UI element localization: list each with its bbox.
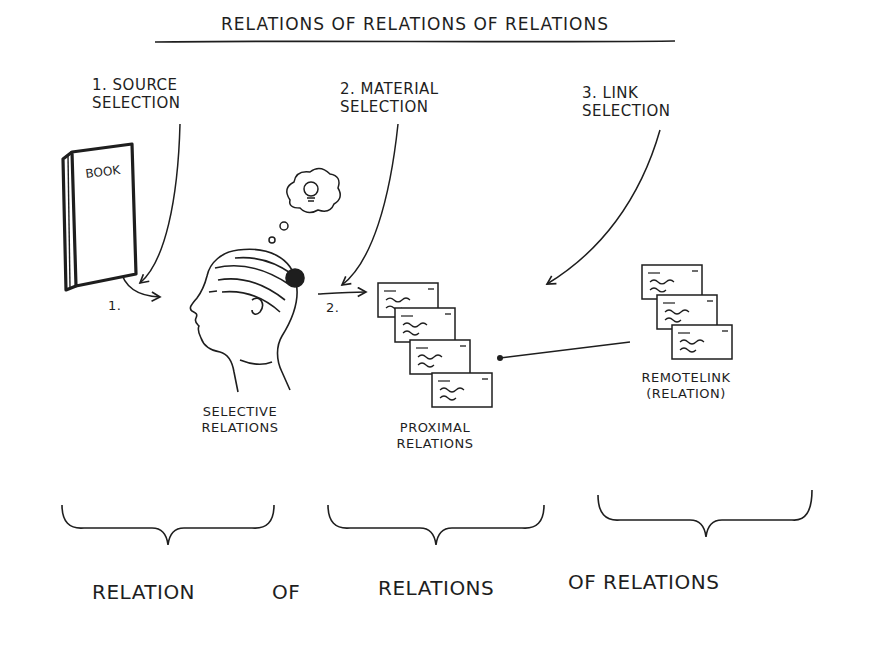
node-label: PROXIMAL RELATIONS (370, 420, 500, 453)
card-scribble (650, 288, 666, 292)
callout-label: 1. SOURCE SELECTION (92, 76, 204, 112)
card-scribble (403, 323, 427, 327)
card-scribble (416, 347, 428, 348)
hair-line (218, 279, 285, 300)
card-scribble (680, 340, 704, 344)
eye (209, 291, 217, 292)
caption-word: RELATIONS (378, 576, 548, 600)
link-dot (497, 355, 503, 361)
note-card (395, 308, 455, 342)
node-caption: PROXIMAL RELATIONS (370, 420, 500, 455)
card-drawing (370, 280, 500, 412)
bubble-dot (269, 237, 275, 243)
caption-word: RELATION (92, 580, 242, 604)
title: RELATIONS OF RELATIONS OF RELATIONS (120, 14, 710, 34)
card-stack: PROXIMAL RELATIONS (370, 280, 500, 459)
ear (252, 298, 262, 314)
card-mark (707, 300, 713, 301)
book-spine (63, 152, 76, 290)
card-scribble (418, 363, 434, 367)
brace (328, 505, 544, 545)
book-cover (72, 144, 136, 286)
note-card (672, 325, 732, 359)
card-scribble (401, 315, 413, 316)
brace (598, 490, 812, 537)
card-scribble (438, 380, 450, 381)
card-scribble (440, 388, 464, 392)
callout-label: SELECTIVE RELATIONS (178, 404, 302, 435)
leader-line (140, 124, 180, 283)
brace (62, 505, 274, 545)
book-spine (68, 156, 70, 288)
card-scribble (680, 348, 696, 352)
leader-line (547, 130, 660, 284)
cloud (287, 168, 340, 212)
title-underline (155, 41, 675, 42)
face-profile (190, 250, 238, 392)
hair-line (235, 258, 292, 274)
hair-line (222, 292, 280, 312)
head-figure (190, 249, 304, 392)
step-number: 2. (326, 300, 350, 316)
note-card (410, 340, 470, 374)
lightbulb-base (307, 198, 315, 201)
caption-word: OF RELATIONS (568, 570, 818, 594)
note-card (657, 295, 717, 329)
card-mark (460, 345, 466, 346)
neck-line (240, 360, 272, 364)
card-mark (482, 378, 488, 379)
card-scribble (650, 280, 674, 284)
note-card (642, 265, 702, 299)
card-mark (722, 330, 728, 331)
card-scribble (665, 310, 689, 314)
thought-bubble (269, 168, 340, 243)
card-scribble (440, 396, 456, 400)
bubble-dot (280, 222, 288, 230)
card-mark (428, 288, 434, 289)
card-stack: REMOTELINK (RELATION) (630, 262, 742, 409)
node-label: REMOTELINK (RELATION) (630, 370, 742, 403)
callout-label: 3. LINK SELECTION (582, 84, 706, 120)
book-drawing (58, 140, 140, 292)
card-scribble (665, 318, 681, 322)
card-mark (445, 313, 451, 314)
card-scribble (648, 272, 660, 273)
callout-label: 2. MATERIAL SELECTION (340, 80, 472, 116)
step-number: 1. (108, 298, 132, 314)
leader-line (342, 124, 398, 285)
card-mark (692, 270, 698, 271)
node-caption: REMOTELINK (RELATION) (630, 370, 742, 405)
card-scribble (663, 302, 675, 303)
card-scribble (678, 332, 690, 333)
note-card (432, 373, 492, 407)
link-line (500, 342, 630, 358)
card-scribble (386, 298, 410, 302)
head-back (238, 249, 297, 390)
card-scribble (384, 290, 396, 291)
book-node: BOOK (58, 140, 140, 292)
lightbulb (304, 182, 318, 196)
caption-word: OF (272, 580, 322, 604)
flow-arrow (318, 292, 366, 294)
card-scribble (418, 355, 442, 359)
card-scribble (403, 331, 419, 335)
hair-bun (286, 269, 304, 287)
card-drawing (630, 262, 742, 362)
